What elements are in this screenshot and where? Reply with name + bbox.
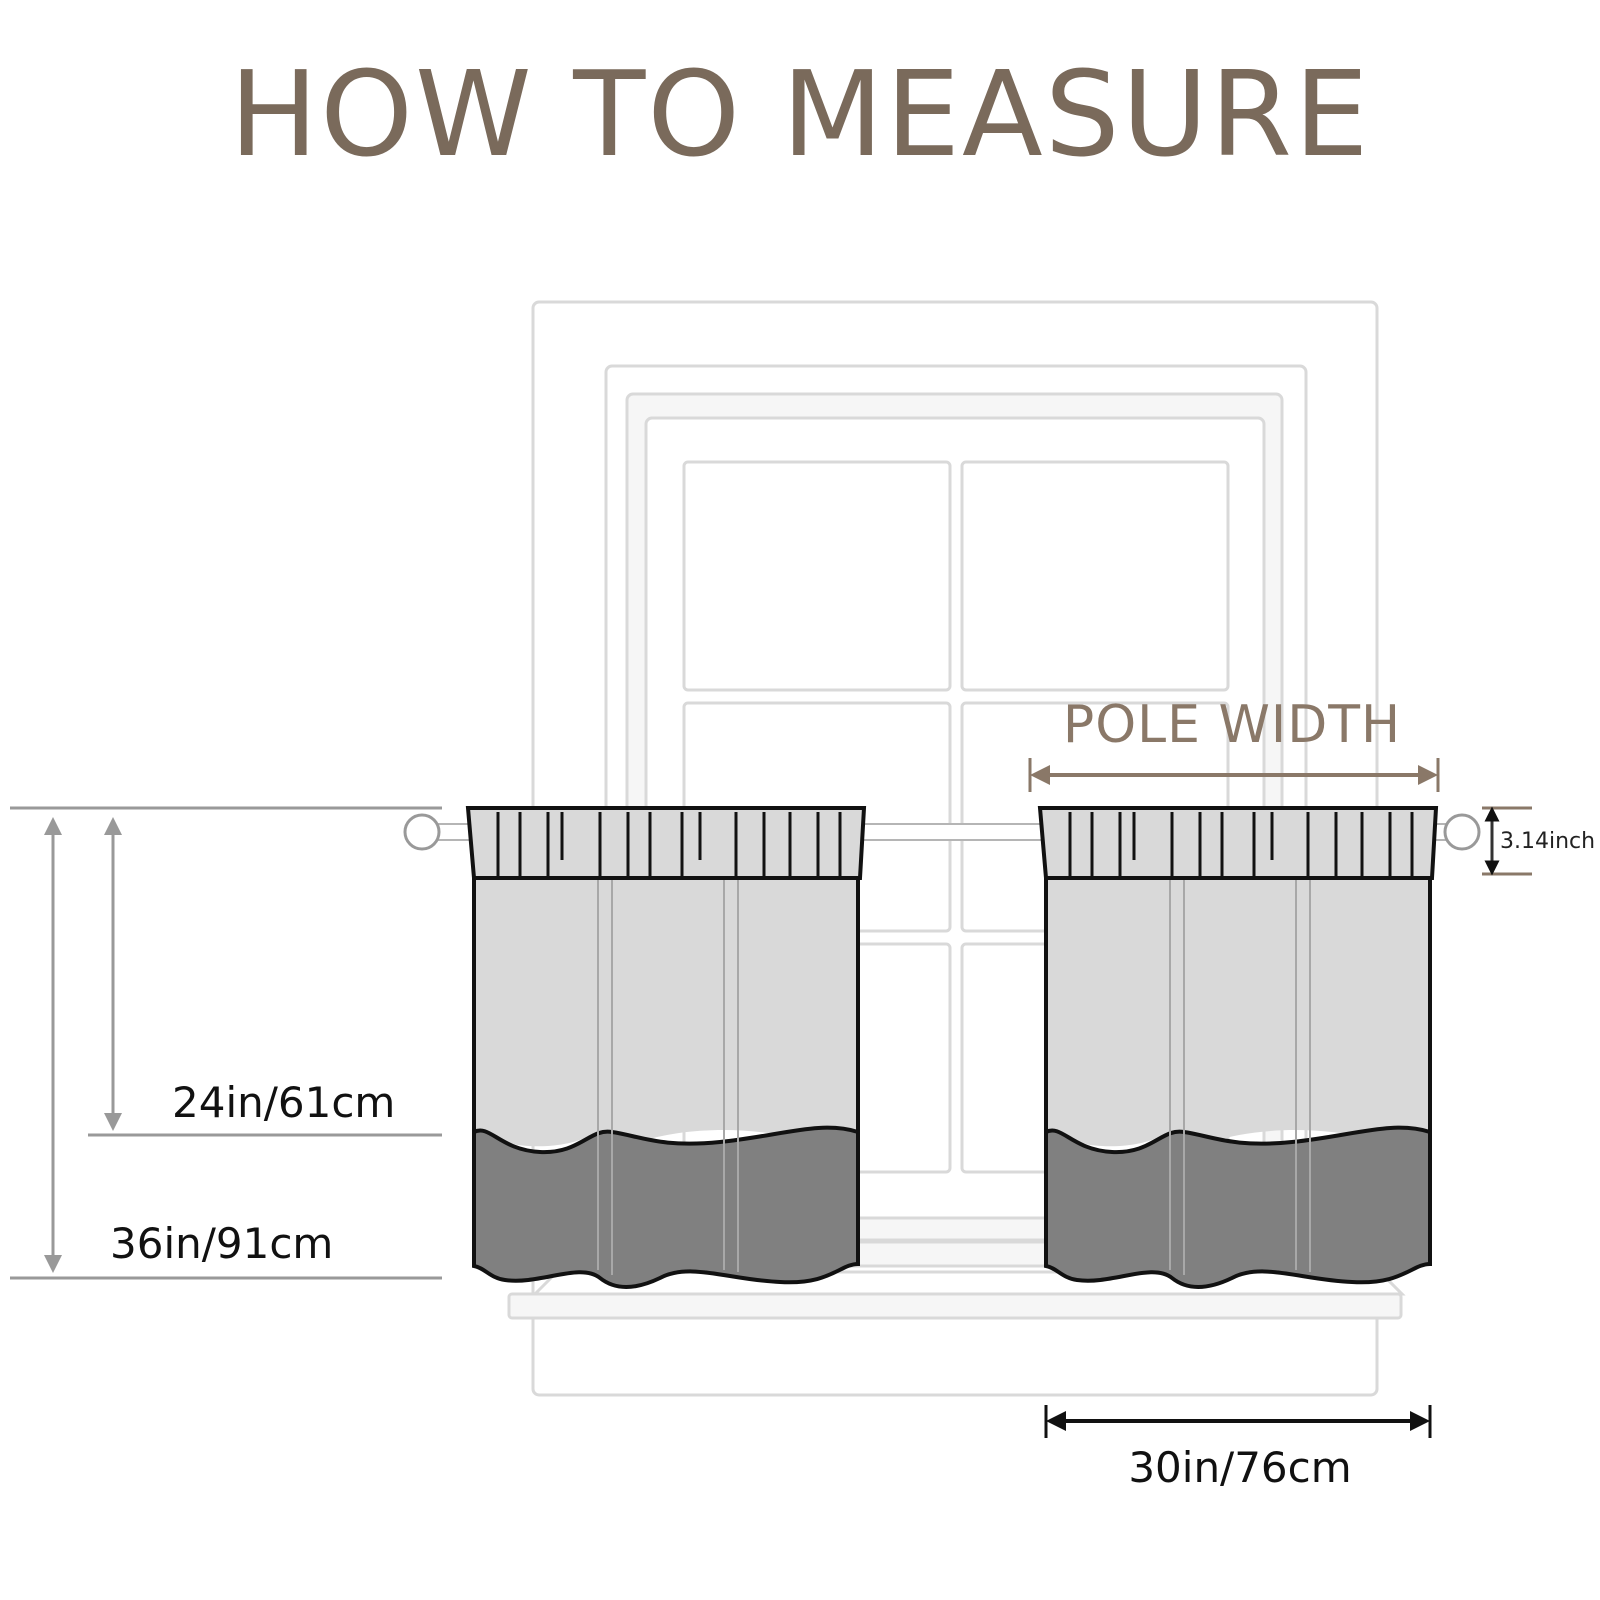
length-dimensions: 24in/61cm 36in/91cm <box>10 806 442 1280</box>
rod-finial-left <box>403 813 441 851</box>
page-title: HOW TO MEASURE <box>229 45 1370 183</box>
window-pane <box>960 460 1230 692</box>
length-label-36in: 36in/91cm <box>110 1219 333 1268</box>
panel-width-dimension: 30in/76cm <box>1044 1405 1432 1492</box>
curtain-header-left <box>465 806 867 880</box>
curtain-panel-right <box>1037 806 1439 1289</box>
rod-pocket-label: 3.14inch <box>1500 829 1595 854</box>
curtain-header-right <box>1037 806 1439 880</box>
panel-width-label: 30in/76cm <box>1128 1443 1351 1492</box>
curtain-panel-left <box>465 806 867 1289</box>
window-pane <box>682 460 952 692</box>
pole-width-dimension: POLE WIDTH <box>1028 695 1440 792</box>
rod-pocket-dimension: 3.14inch <box>1482 806 1595 876</box>
length-label-24in: 24in/61cm <box>172 1078 395 1127</box>
rod-finial-right <box>1443 813 1481 851</box>
window-sill-front <box>507 1292 1403 1320</box>
pole-width-label: POLE WIDTH <box>1063 695 1401 755</box>
